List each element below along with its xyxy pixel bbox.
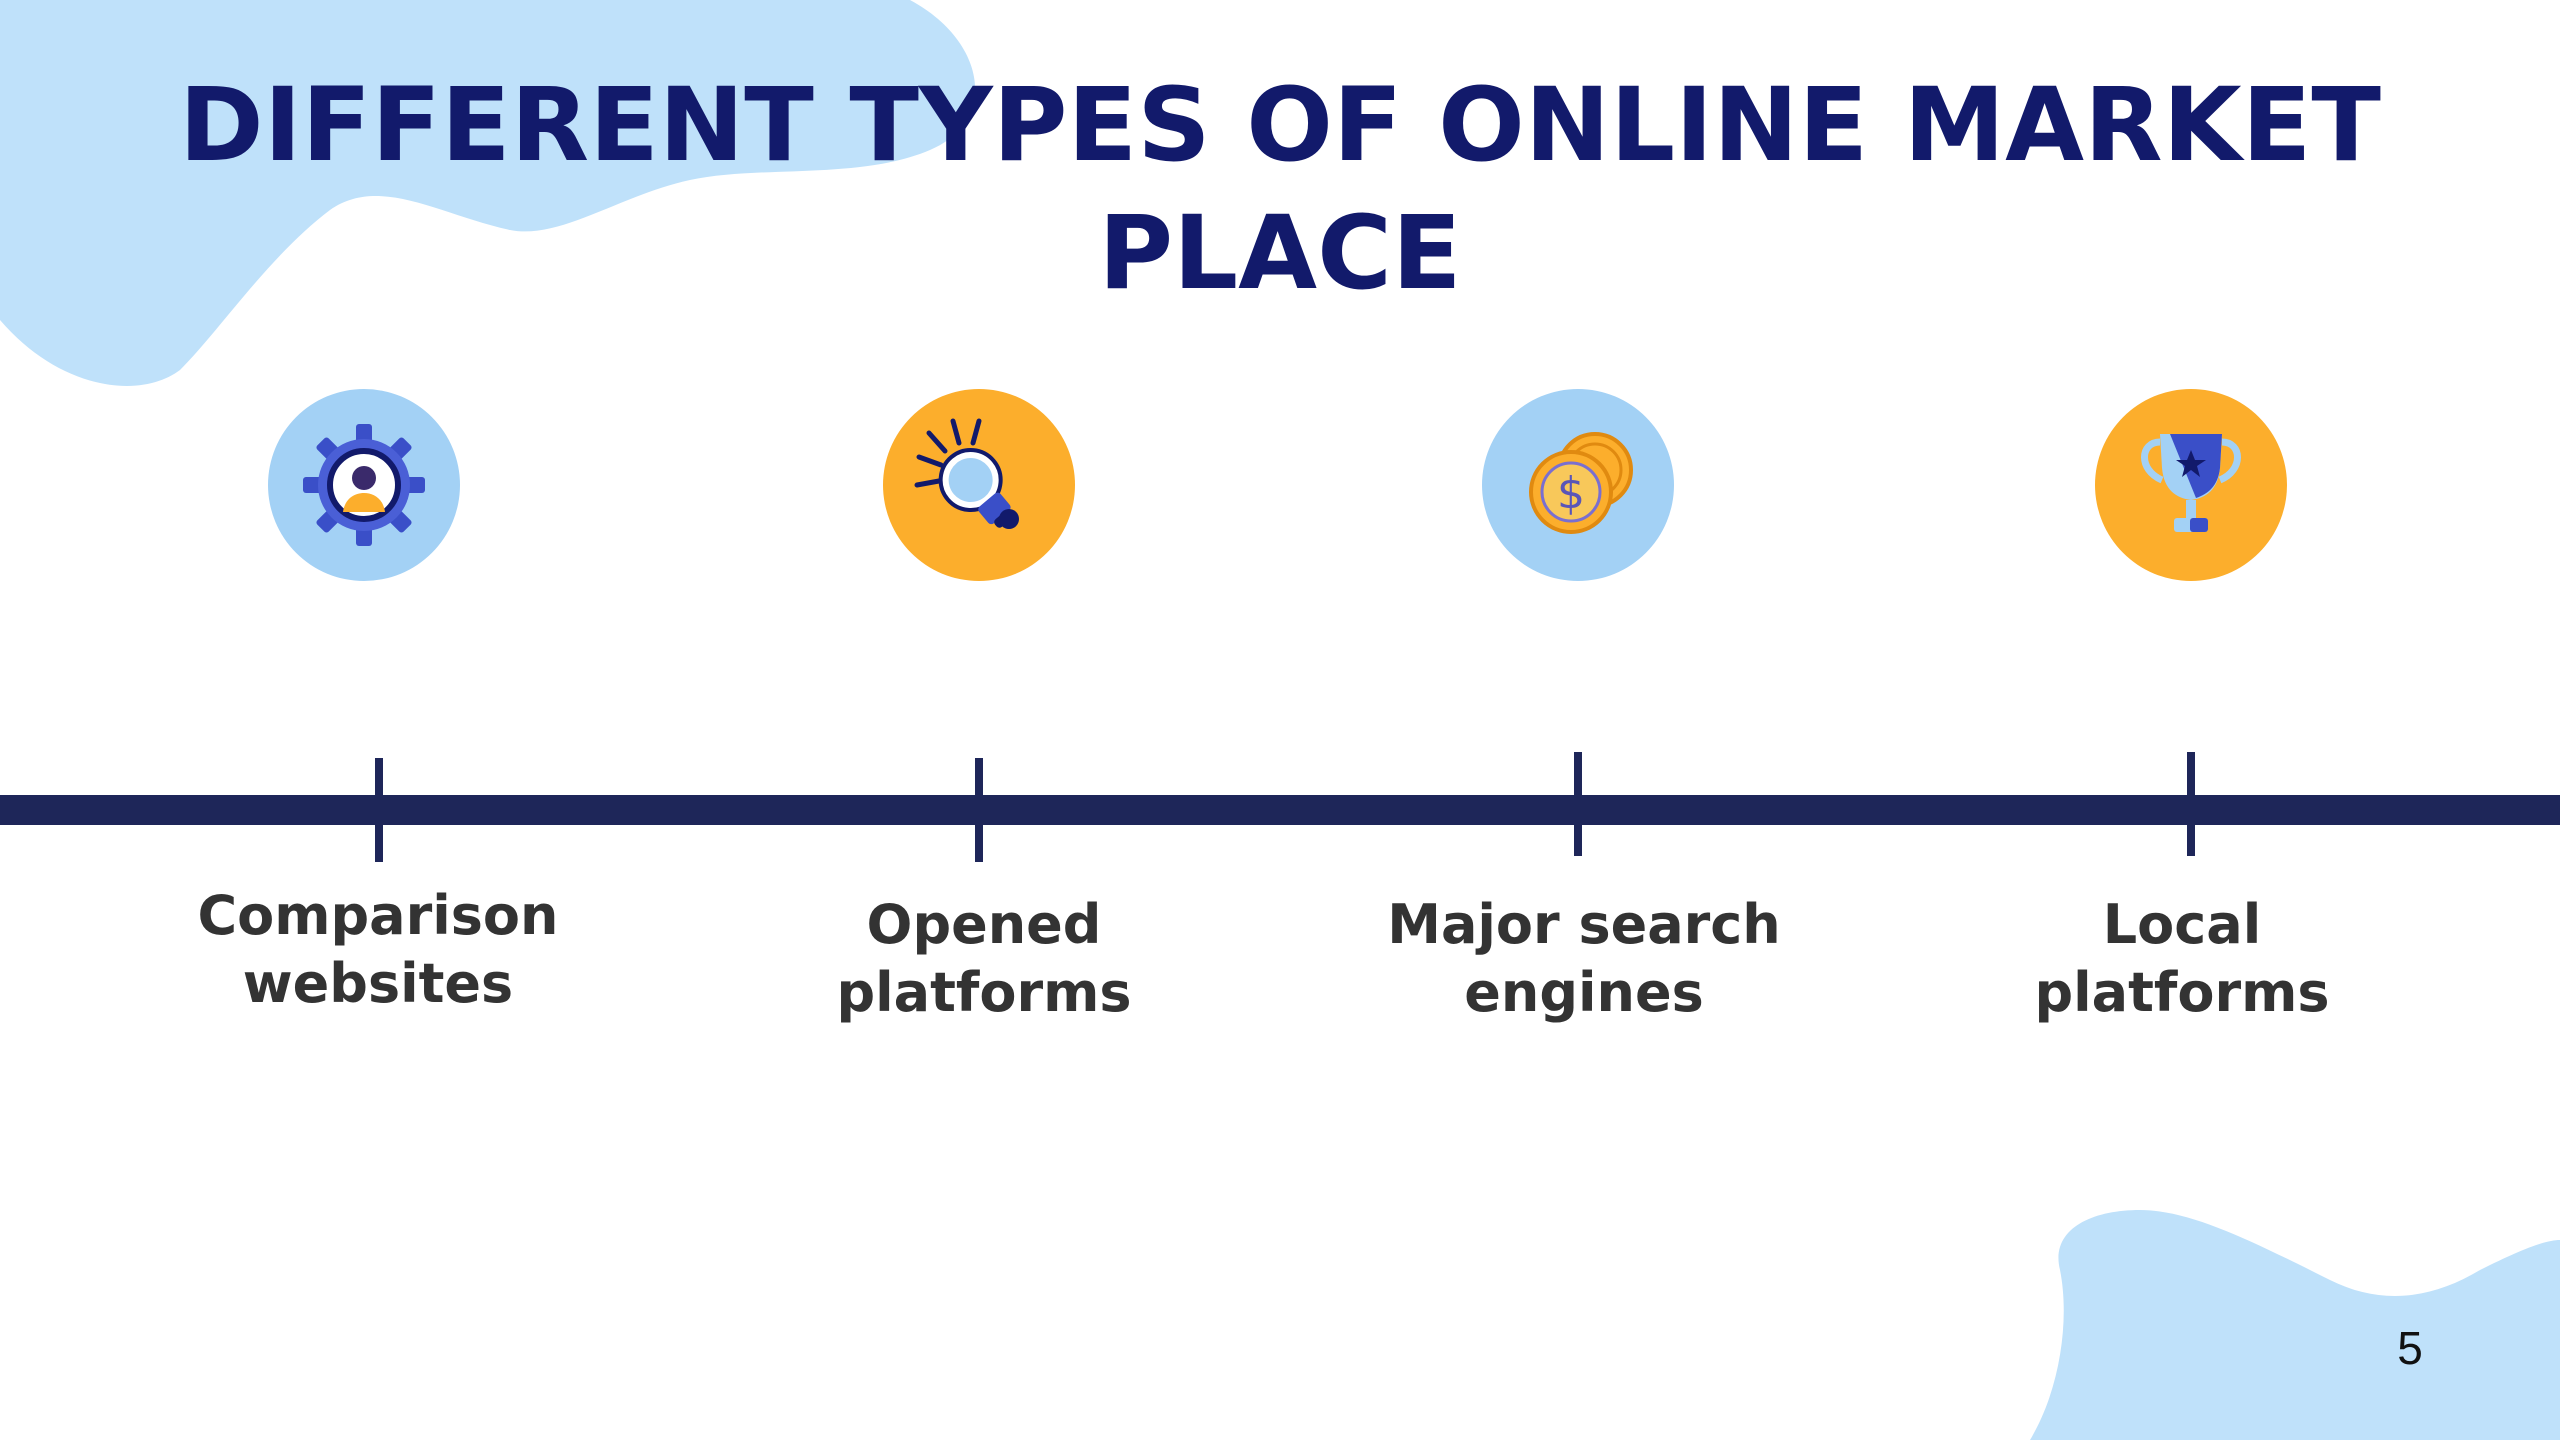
- lightbulb-icon: [914, 418, 1019, 529]
- icon-circle-local: [2095, 389, 2287, 581]
- timeline-tick-1: [375, 758, 383, 862]
- timeline-tick-2: [975, 758, 983, 862]
- page-number: 5: [2397, 1322, 2423, 1374]
- icon-circle-search: $: [1482, 389, 1674, 581]
- timeline-label-search: Major search engines: [1387, 893, 1781, 1024]
- gear-person-icon: [303, 424, 425, 546]
- timeline-tick-3: [1574, 752, 1582, 856]
- top-left-blob-shape: [0, 0, 976, 386]
- icon-circle-comparison: [268, 389, 460, 581]
- timeline-tick-4: [2187, 752, 2195, 856]
- coins-icon: $: [1529, 432, 1633, 534]
- timeline-label-opened: Opened platforms: [836, 893, 1132, 1024]
- bottom-right-blob-shape: [2030, 1210, 2560, 1440]
- icon-circle-opened: [883, 389, 1075, 581]
- timeline-label-local: Local platforms: [2034, 893, 2330, 1024]
- timeline-label-comparison: Comparison websites: [197, 884, 559, 1015]
- svg-text:$: $: [1557, 468, 1585, 519]
- slide-title: DIFFERENT TYPES OF ONLINE MARKET PLACE: [179, 66, 2381, 313]
- trophy-icon: [2141, 434, 2241, 532]
- timeline-bar: [0, 795, 2560, 825]
